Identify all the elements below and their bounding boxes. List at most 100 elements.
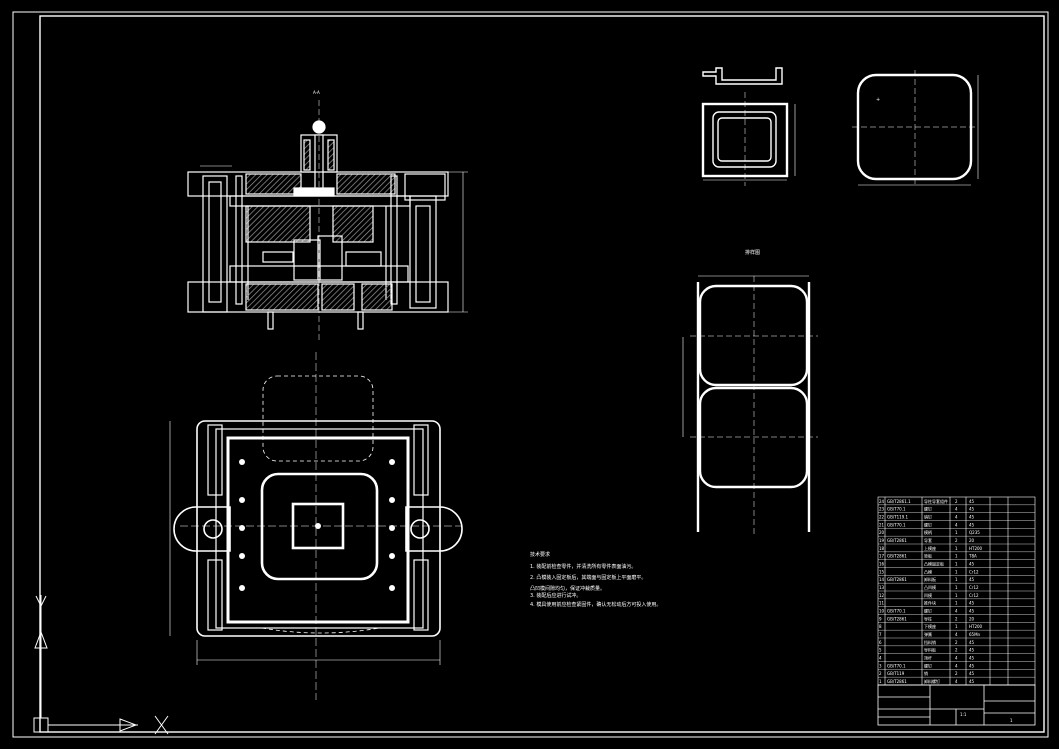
bom-cell-qty: 1 xyxy=(955,546,958,551)
notes-line-3: 凸凹模间隙均匀，保证冲裁质量。 xyxy=(530,585,605,592)
section-view-title: A-A xyxy=(313,90,320,95)
bom-cell-no: 5 xyxy=(879,648,882,653)
bom-cell-mat: HT200 xyxy=(969,546,983,551)
bom-cell-name: 导柱导套组件 xyxy=(924,498,948,504)
bom-cell-qty: 1 xyxy=(955,569,958,574)
blank-view[interactable]: + xyxy=(852,70,979,186)
bom-cell-no: 2 xyxy=(879,671,882,676)
bom-cell-no: 16 xyxy=(879,562,885,567)
bom-cell-qty: 2 xyxy=(955,616,958,621)
bom-cell-no: 15 xyxy=(879,569,885,574)
bom-cell-qty: 4 xyxy=(955,522,958,527)
bom-cell-qty: 1 xyxy=(955,530,958,535)
part-side-view[interactable] xyxy=(701,67,796,186)
blank-origin-mark: + xyxy=(876,97,880,103)
bom-cell-name: 凸凹模 xyxy=(924,584,936,590)
bom-cell-qty: 1 xyxy=(955,577,958,582)
notes-line-5: 4. 模具使用前应检查紧固件，确认无松动后方可投入使用。 xyxy=(530,601,661,608)
bom-cell-name: 下模座 xyxy=(924,623,936,629)
bom-cell-name: 凹模 xyxy=(924,592,932,598)
bom-cell-mat: Cr12 xyxy=(969,569,979,574)
bom-cell-no: 9 xyxy=(879,616,882,621)
bom-cell-code: GB/T2861 xyxy=(887,577,907,582)
bom-cell-code: GB/T70.1 xyxy=(887,609,906,614)
bom-cell-mat: 45 xyxy=(969,609,975,614)
bom-cell-code: GB/T119 xyxy=(887,671,905,676)
bom-cell-name: 螺钉 xyxy=(924,662,932,668)
bom-cell-qty: 4 xyxy=(955,679,958,684)
bom-cell-mat: 45 xyxy=(969,663,975,668)
bom-cell-no: 23 xyxy=(879,507,885,512)
bom-cell-qty: 4 xyxy=(955,515,958,520)
title-block-sheet: 1 xyxy=(1010,718,1013,723)
bom-cell-no: 12 xyxy=(879,593,885,598)
notes-line-2: 2. 凸模装入固定板后，其端面与固定板上平面磨平。 xyxy=(530,574,646,581)
strip-layout-title: 排样图 xyxy=(745,249,760,256)
technical-notes: 技术要求 1. 装配前检查零件，并清洗所有零件表面油污。 2. 凸模装入固定板后… xyxy=(530,551,661,608)
bom-cell-no: 17 xyxy=(879,554,885,559)
bom-cell-no: 11 xyxy=(879,601,885,606)
bom-cell-code: GB/T2861 xyxy=(887,538,907,543)
bom-cell-no: 7 xyxy=(879,632,882,637)
bom-cell-no: 21 xyxy=(879,522,885,527)
notes-line-4: 3. 装配后应进行试冲。 xyxy=(530,592,581,599)
bom-cell-mat: Q235 xyxy=(969,530,980,535)
notes-line-1: 1. 装配前检查零件，并清洗所有零件表面油污。 xyxy=(530,563,636,570)
bom-cell-name: 上模座 xyxy=(924,545,936,551)
bom-cell-mat: T8A xyxy=(968,554,977,559)
bom-cell-no: 20 xyxy=(879,530,885,535)
bom-cell-name: 顶杆 xyxy=(924,655,932,661)
bom-cell-mat: 20 xyxy=(969,616,975,621)
strip-layout-view[interactable]: 排样图 xyxy=(682,249,818,535)
sheet-frame xyxy=(12,11,1049,738)
bom-cell-no: 24 xyxy=(879,499,885,504)
bom-cell-qty: 2 xyxy=(955,671,958,676)
bom-cell-mat: 20 xyxy=(969,538,975,543)
bom-cell-mat: 45 xyxy=(969,577,975,582)
bom-cell-name: 螺钉 xyxy=(924,506,932,512)
section-view[interactable]: A-A xyxy=(187,90,468,340)
bom-cell-mat: 45 xyxy=(969,671,975,676)
bom-cell-code: GB/T70.1 xyxy=(887,663,906,668)
title-block[interactable]: 1:1 1 xyxy=(877,684,1036,726)
bom-cell-qty: 1 xyxy=(955,562,958,567)
bom-cell-code: GB/T2861.1 xyxy=(887,499,911,504)
bom-cell-no: 3 xyxy=(879,663,882,668)
bom-cell-name: 垫板 xyxy=(924,553,932,559)
bom-cell-name: 卸料板 xyxy=(924,576,936,582)
bom-cell-qty: 4 xyxy=(955,507,958,512)
bom-cell-name: 螺钉 xyxy=(924,608,932,614)
bom-cell-no: 6 xyxy=(879,640,882,645)
bom-cell-code: GB/T2861 xyxy=(887,616,907,621)
bom-cell-name: 挡料销 xyxy=(924,639,936,645)
bom-cell-name: 模柄 xyxy=(924,529,932,535)
bom-cell-code: GB/T70.1 xyxy=(887,522,906,527)
bom-cell-no: 10 xyxy=(879,609,885,614)
ucs-axis-icon xyxy=(33,595,169,735)
bom-cell-mat: 65Mn xyxy=(969,632,981,637)
bom-cell-code: GB/T119.1 xyxy=(887,515,909,520)
bom-cell-name: 凸模 xyxy=(924,568,932,574)
bom-cell-name: 导套 xyxy=(924,537,932,543)
bom-cell-qty: 2 xyxy=(955,640,958,645)
bom-cell-no: 1 xyxy=(879,679,882,684)
bom-cell-name: 导柱 xyxy=(924,615,932,621)
bom-cell-qty: 1 xyxy=(955,554,958,559)
bom-cell-no: 19 xyxy=(879,538,885,543)
bom-cell-code: GB/T2861 xyxy=(887,554,907,559)
bom-cell-code: GB/T2861 xyxy=(887,679,907,684)
bom-cell-mat: 45 xyxy=(969,562,975,567)
bom-cell-qty: 2 xyxy=(955,648,958,653)
bom-cell-mat: Cr12 xyxy=(969,585,979,590)
bom-cell-qty: 1 xyxy=(955,601,958,606)
bom-cell-name: 卸料螺钉 xyxy=(924,678,940,684)
bom-cell-name: 推件块 xyxy=(924,600,936,606)
bom-cell-mat: 45 xyxy=(969,640,975,645)
bom-cell-no: 18 xyxy=(879,546,885,551)
bom-cell-qty: 4 xyxy=(955,609,958,614)
plan-view[interactable] xyxy=(169,352,463,700)
title-block-scale: 1:1 xyxy=(960,712,967,717)
bom-cell-qty: 4 xyxy=(955,656,958,661)
